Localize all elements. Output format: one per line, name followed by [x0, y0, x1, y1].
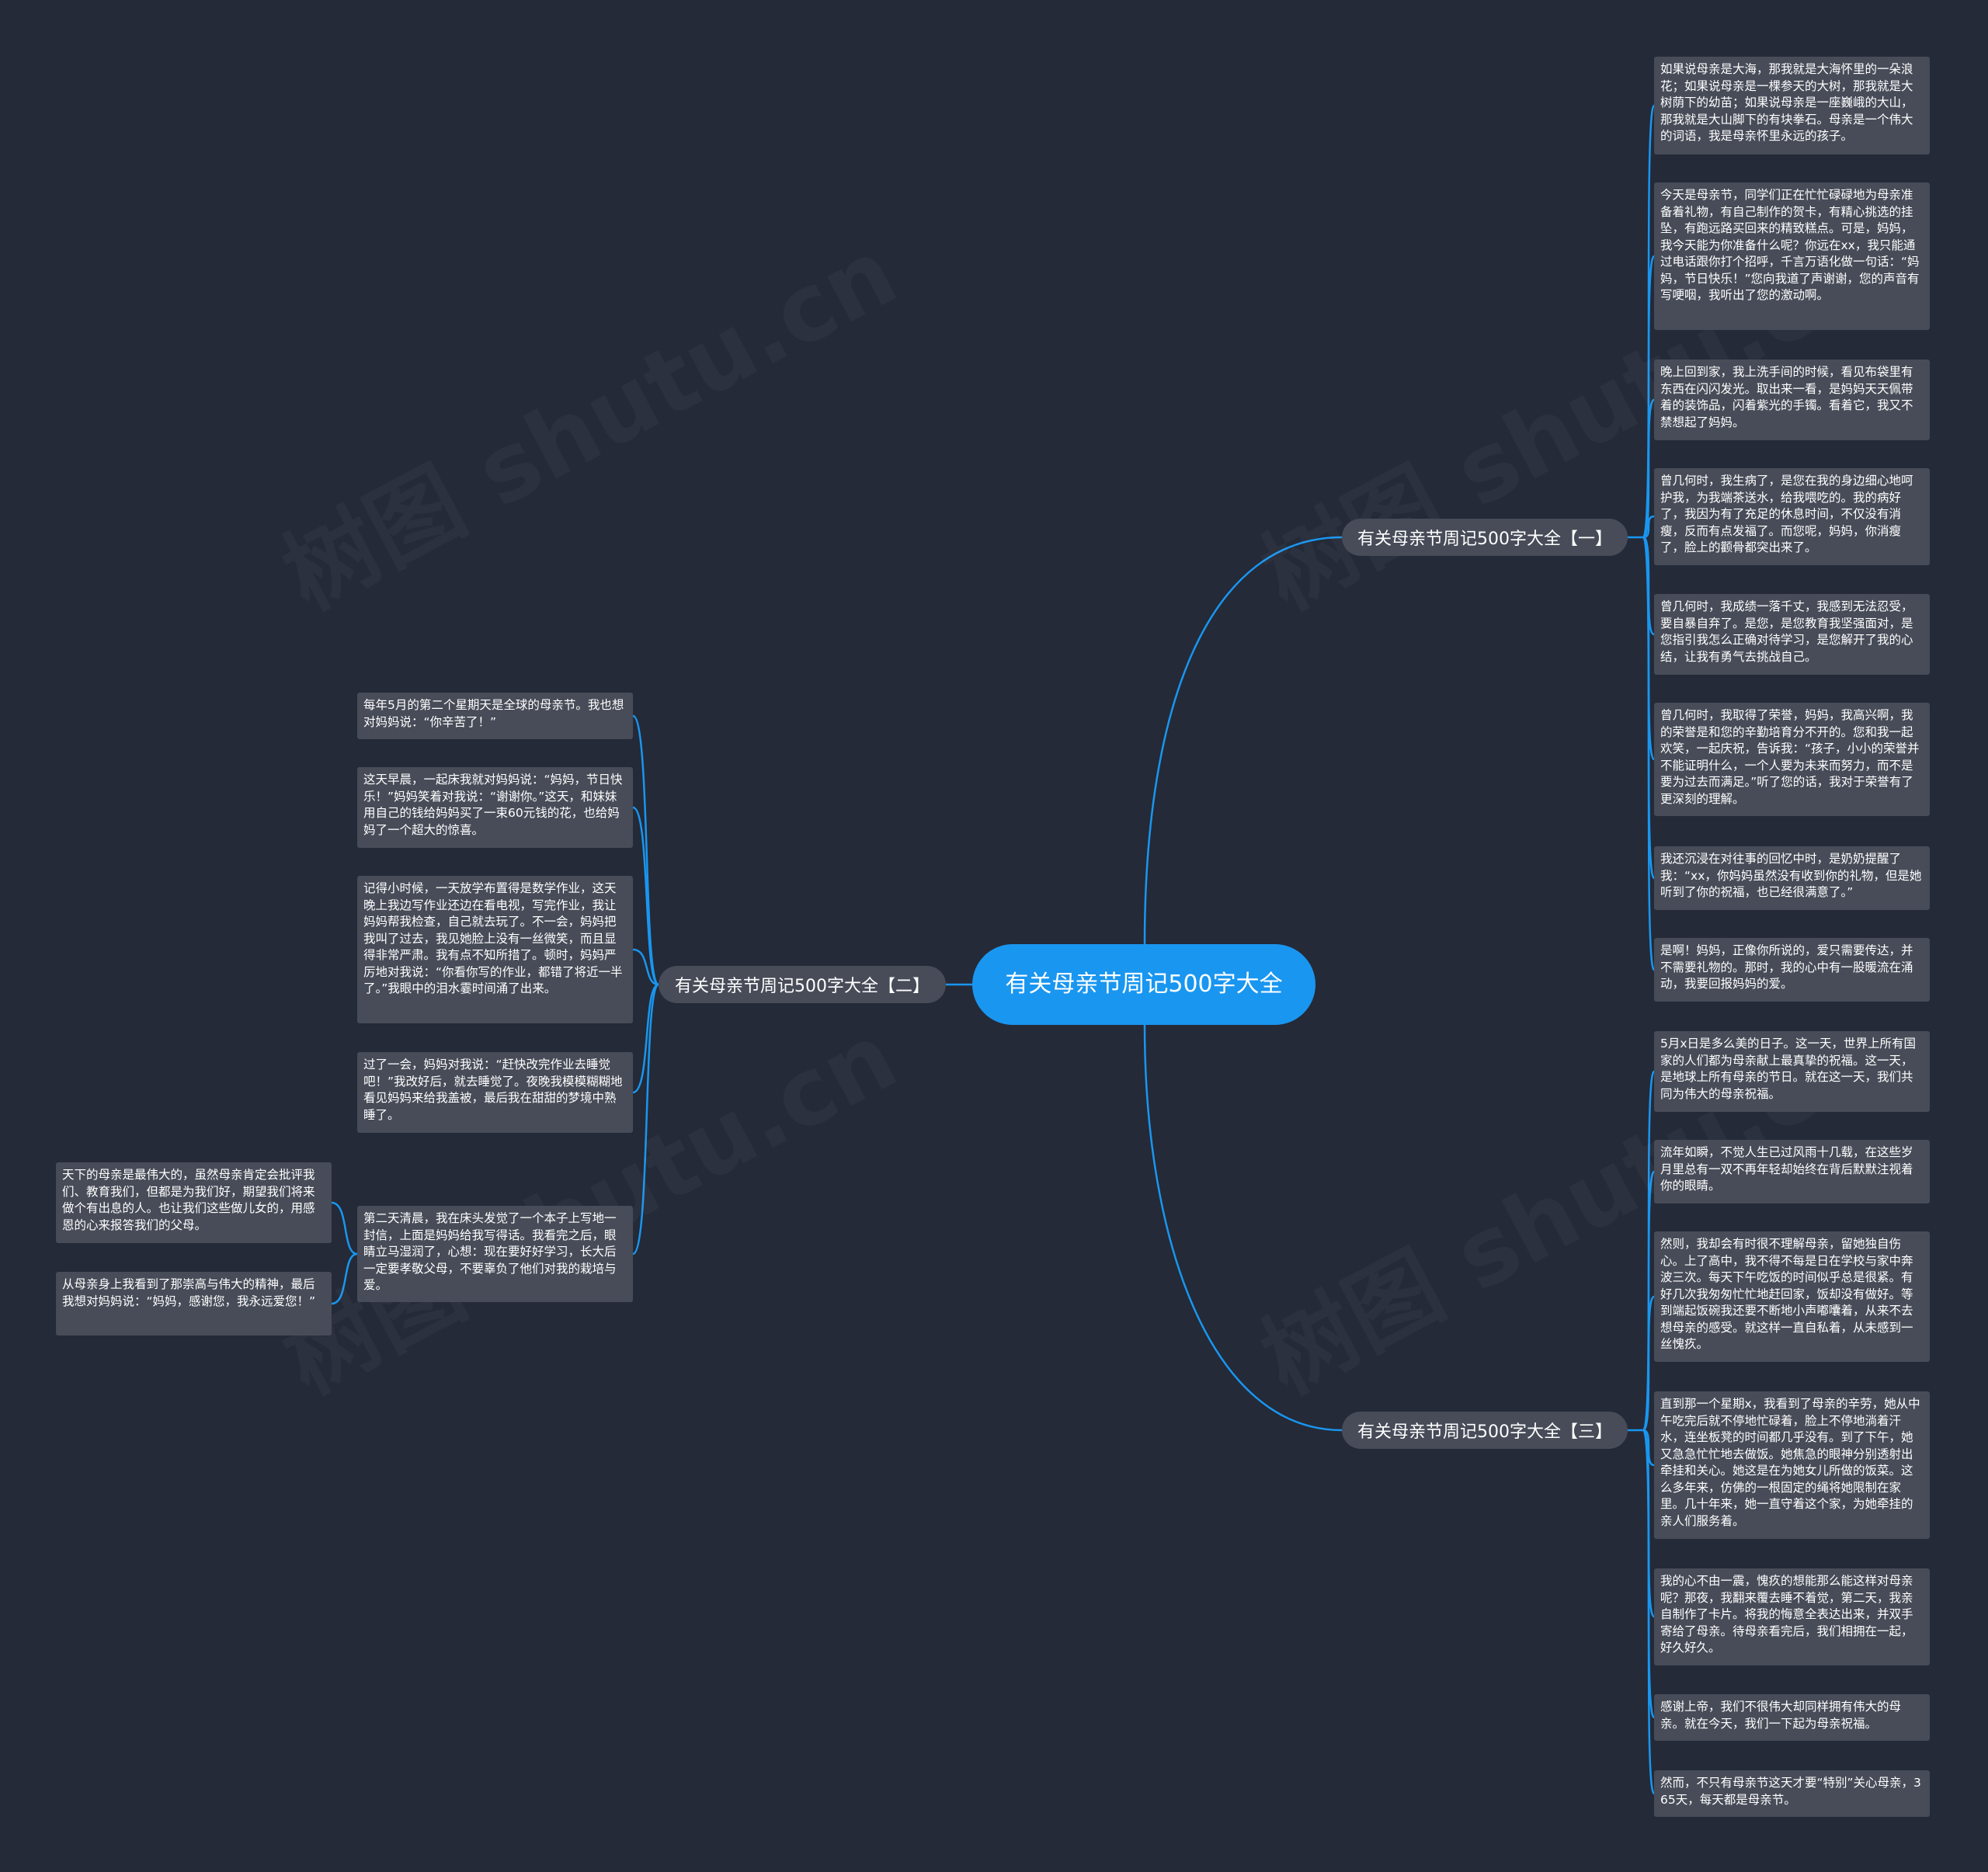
leaf-node[interactable]: 曾几何时，我成绩一落千丈，我感到无法忍受，要自暴自弃了。是您，是您教育我坚强面对…	[1654, 594, 1930, 675]
link-root-branch-1	[1143, 536, 1343, 945]
branch-title: 有关母亲节周记500字大全【二】	[675, 977, 930, 996]
leaf-node[interactable]: 流年如瞬，不觉人生已过风雨十几载，在这些岁月里总有一双不再年轻却始终在背后默默注…	[1654, 1140, 1930, 1203]
leaf-node[interactable]: 每年5月的第二个星期天是全球的母亲节。我也想对妈妈说：“你辛苦了！”	[357, 693, 633, 739]
leaf-node[interactable]: 曾几何时，我生病了，是您在我的身边细心地呵护我，为我端茶送水，给我喂吃的。我的病…	[1654, 468, 1930, 565]
link-b2-sub-link	[331, 1252, 358, 1305]
leaf-node[interactable]: 记得小时候，一天放学布置得是数学作业，这天晚上我边写作业还边在看电视，写完作业，…	[357, 876, 633, 1023]
link-b2-link	[631, 714, 660, 986]
leaf-node[interactable]: 我还沉浸在对往事的回忆中时，是奶奶提醒了我：“xx，你妈妈虽然没有收到你的礼物，…	[1654, 846, 1930, 910]
link-b1-link	[1642, 515, 1655, 539]
link-b1-link	[1642, 536, 1656, 971]
link-b2-link	[632, 948, 659, 986]
leaf-node[interactable]: 这天早晨，一起床我就对妈妈说：“妈妈，节日快乐！”妈妈笑着对我说：“谢谢你。”这…	[357, 767, 633, 848]
link-b3-link	[1642, 1429, 1655, 1467]
leaf-node[interactable]: 第二天清晨，我在床头发觉了一个本子上写地一封信，上面是妈妈给我写得话。我看完之后…	[357, 1206, 633, 1302]
link-b2-link	[631, 983, 660, 1256]
link-b2-sub-link	[331, 1201, 358, 1256]
root-title: 有关母亲节周记500字大全	[1005, 971, 1283, 998]
link-b2-link	[632, 806, 659, 986]
leaf-node[interactable]: 今天是母亲节，同学们正在忙忙碌碌地为母亲准备着礼物，有自己制作的贺卡，有精心挑选…	[1654, 182, 1930, 330]
leaf-node[interactable]: 是啊！妈妈，正像你所说的，爱只需要传达，并不需要礼物的。那时，我的心中有一股暖流…	[1654, 938, 1930, 1002]
link-b1-link	[1642, 255, 1656, 539]
subleaf-node[interactable]: 从母亲身上我看到了那崇高与伟大的精神，最后我想对妈妈说：“妈妈，感谢您，我永远爱…	[56, 1272, 332, 1335]
leaf-node[interactable]: 5月x日是多么美的日子。这一天，世界上所有国家的人们都为母亲献上最真挚的祝福。这…	[1654, 1031, 1930, 1112]
leaf-node[interactable]: 然而，不只有母亲节这天才要“特别”关心母亲，365天，每天都是母亲节。	[1654, 1770, 1930, 1817]
leaf-node[interactable]: 过了一会，妈妈对我说：“赶快改完作业去睡觉吧！”我改好后，就去睡觉了。夜晚我模模…	[357, 1052, 633, 1133]
leaf-node[interactable]: 直到那一个星期x，我看到了母亲的辛劳，她从中午吃完后就不停地忙碌着，脸上不停地淌…	[1654, 1391, 1930, 1539]
branch-node-2[interactable]: 有关母亲节周记500字大全【二】	[659, 966, 946, 1003]
branch-node-1[interactable]: 有关母亲节周记500字大全【一】	[1342, 519, 1628, 556]
leaf-node[interactable]: 感谢上帝，我们不很伟大却同样拥有伟大的母亲。就在今天，我们一下起为母亲祝福。	[1654, 1694, 1930, 1741]
subleaf-node[interactable]: 天下的母亲是最伟大的，虽然母亲肯定会批评我们、教育我们，但都是为我们好，期望我们…	[56, 1162, 332, 1243]
leaf-node[interactable]: 晚上回到家，我上洗手间的时候，看见布袋里有东西在闪闪发光。取出来一看，是妈妈天天…	[1654, 359, 1930, 440]
leaf-node[interactable]: 曾几何时，我取得了荣誉，妈妈，我高兴啊，我的荣誉是和您的辛勤培育分不开的。您和我…	[1654, 703, 1930, 816]
branch-node-3[interactable]: 有关母亲节周记500字大全【三】	[1342, 1412, 1628, 1449]
branch-title: 有关母亲节周记500字大全【一】	[1357, 530, 1612, 549]
link-b1-link	[1642, 398, 1656, 539]
leaf-node[interactable]: 我的心不由一震，愧疚的想能那么能这样对母亲呢？那夜，我翻来覆去睡不着觉，第二天，…	[1654, 1568, 1930, 1665]
link-b3-link	[1642, 1295, 1656, 1432]
root-node[interactable]: 有关母亲节周记500字大全	[972, 944, 1315, 1025]
link-b2-link	[632, 983, 659, 1094]
link-b3-link	[1642, 1429, 1656, 1795]
branch-title: 有关母亲节周记500字大全【三】	[1357, 1422, 1612, 1442]
link-root-branch-3	[1143, 1024, 1343, 1432]
leaf-node[interactable]: 如果说母亲是大海，那我就是大海怀里的一朵浪花；如果说母亲是一棵参天的大树，那我就…	[1654, 57, 1930, 155]
leaf-node[interactable]: 然则，我却会有时很不理解母亲，留她独自伤心。上了高中，我不得不每是日在学校与家中…	[1654, 1231, 1930, 1362]
